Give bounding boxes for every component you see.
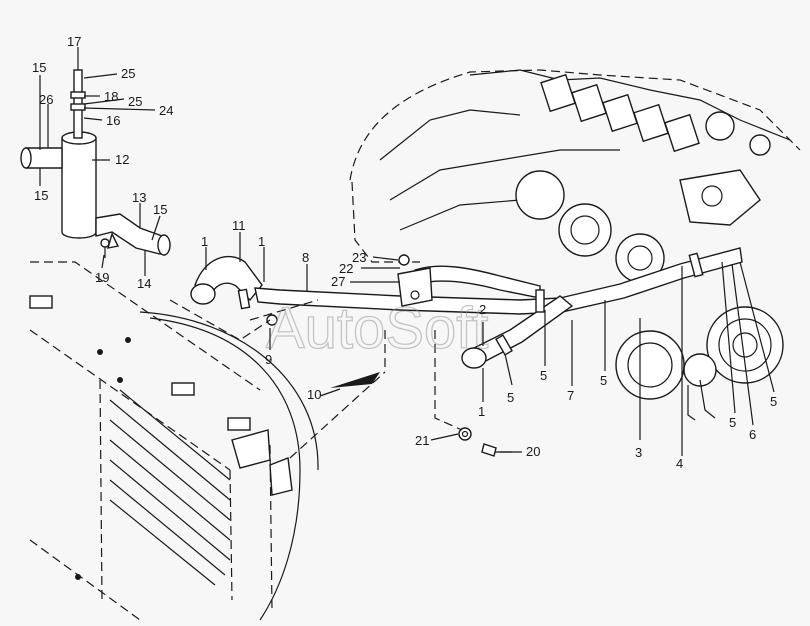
callout-26: 26 <box>39 92 53 107</box>
view-arrow <box>330 372 380 392</box>
callout-17: 17 <box>67 34 81 49</box>
callout-2: 2 <box>479 302 486 317</box>
engine-block <box>349 69 801 421</box>
callout-5-c: 5 <box>600 373 607 388</box>
expansion-tank <box>20 69 171 256</box>
callout-21: 21 <box>415 433 429 448</box>
callout-8: 8 <box>302 250 309 265</box>
callout-5-d: 5 <box>729 415 736 430</box>
callout-18: 18 <box>104 89 118 104</box>
callout-5-a: 5 <box>507 390 514 405</box>
watermark-text: AutoSoft <box>266 296 488 361</box>
callout-3: 3 <box>635 445 642 460</box>
callout-5-e: 5 <box>770 394 777 409</box>
callout-7: 7 <box>567 388 574 403</box>
leader-lines <box>39 47 775 456</box>
assembly-guides <box>169 299 463 459</box>
callout-4: 4 <box>676 456 683 471</box>
callout-1-mid: 1 <box>258 234 265 249</box>
callout-11: 11 <box>232 218 246 233</box>
callout-6: 6 <box>749 427 756 442</box>
callout-15-left: 15 <box>34 188 48 203</box>
callout-19: 19 <box>95 270 109 285</box>
callout-15-right: 15 <box>153 202 167 217</box>
callout-10: 10 <box>307 387 321 402</box>
callout-15-top: 15 <box>32 60 46 75</box>
radiator <box>29 261 319 621</box>
coolant-pipes <box>190 247 743 369</box>
callout-14: 14 <box>137 276 151 291</box>
callout-16: 16 <box>106 113 120 128</box>
callout-20: 20 <box>526 444 540 459</box>
callout-25-upper: 25 <box>121 66 135 81</box>
callout-25-lower: 25 <box>128 94 142 109</box>
callout-1-bottom: 1 <box>478 404 485 419</box>
callout-12: 12 <box>115 152 129 167</box>
callout-23: 23 <box>352 250 366 265</box>
fasteners <box>100 238 512 457</box>
callout-1-left: 1 <box>201 234 208 249</box>
callout-9: 9 <box>265 352 272 367</box>
callout-13: 13 <box>132 190 146 205</box>
callout-24: 24 <box>159 103 173 118</box>
callout-5-b: 5 <box>540 368 547 383</box>
callout-labels: 17 15 25 26 18 25 24 16 12 15 13 15 11 1… <box>32 34 777 471</box>
callout-22: 22 <box>339 261 353 276</box>
callout-27: 27 <box>331 274 345 289</box>
